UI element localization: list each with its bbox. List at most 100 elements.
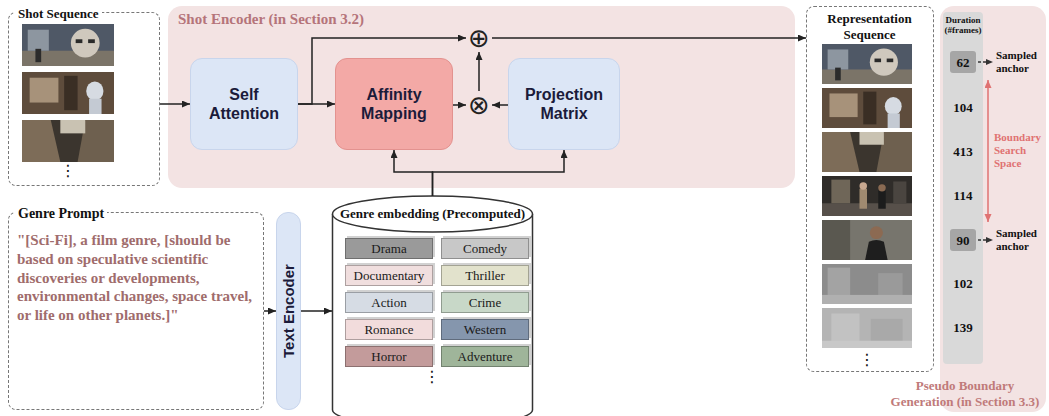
node-text: Romance xyxy=(364,323,413,336)
node-text: 62 xyxy=(957,56,970,69)
text-holder: 102 xyxy=(943,276,983,292)
node-text: Comedy xyxy=(463,242,507,255)
connector xyxy=(301,310,332,312)
node-text: Western xyxy=(464,323,506,336)
text-holder: 139 xyxy=(943,320,983,336)
operator-symbol: ⊕ xyxy=(466,24,492,52)
text-holder: Western xyxy=(442,320,528,339)
genre-slab: Romance xyxy=(345,319,433,340)
node-text: Projection Matrix xyxy=(515,85,613,123)
input-panel: Shot Sequence xyxy=(8,12,160,186)
text-holder: Representation Sequence xyxy=(807,11,932,42)
text-holder: Text Encoder xyxy=(277,213,300,409)
label-holder: ⋮ xyxy=(841,352,893,368)
genre-slab: Crime xyxy=(441,292,529,313)
text-holder: ⊗ xyxy=(466,91,492,119)
node-text: Thriller xyxy=(465,269,505,282)
duration-column: Duration (#frames) 104 413 114 102 139 62 90 xyxy=(943,12,983,364)
text-holder: Romance xyxy=(346,320,432,339)
node-text: Pseudo Boundary Generation (in Section 3… xyxy=(886,378,1044,409)
node-text: ⊕ xyxy=(468,25,490,51)
module-panel: Pseudo Boundary Generation (in Section 3… xyxy=(940,6,1046,412)
module-panel: Shot Encoder (in Section 3.2) Self Attent… xyxy=(168,6,795,188)
anchor-box: 62 xyxy=(950,51,976,73)
text-holder: 104 xyxy=(943,100,983,116)
output-panel: Representation Sequence xyxy=(806,6,934,372)
text-holder: Crime xyxy=(442,293,528,312)
node-text: Genre Prompt xyxy=(15,206,107,223)
node-text: ⊗ xyxy=(468,92,490,118)
genre-slab: Adventure xyxy=(441,346,529,367)
text-holder: 62 xyxy=(950,51,976,73)
node-text: Text Encoder xyxy=(280,264,298,358)
text-holder: Affinity Mapping xyxy=(336,59,452,149)
node-text: Shot Encoder (in Section 3.2) xyxy=(178,10,364,28)
text-holder: 90 xyxy=(950,229,976,251)
node-text: Adventure xyxy=(458,350,513,363)
text-holder: Action xyxy=(346,293,432,312)
genre-slab: Drama xyxy=(345,238,433,259)
annotation-label: Boundary Search Space xyxy=(994,131,1046,171)
genre-slab: Documentary xyxy=(345,265,433,286)
node-text: Crime xyxy=(469,296,502,309)
annotation-label: Sampled anchor xyxy=(996,49,1045,75)
annotation-label: ⋮ xyxy=(42,163,94,179)
text-holder: Documentary xyxy=(346,266,432,285)
text-holder: Horror xyxy=(346,347,432,366)
text-holder: Shot Sequence xyxy=(15,4,102,22)
cylinder-body xyxy=(333,214,533,416)
text-holder: Pseudo Boundary Generation (in Section 3… xyxy=(886,378,1044,409)
text-holder: Thriller xyxy=(442,266,528,285)
text-holder: Comedy xyxy=(442,239,528,258)
label-holder: ⋮ xyxy=(406,369,458,385)
node-body-text: 413 xyxy=(943,144,983,160)
annotation-label: Sampled anchor xyxy=(996,227,1045,253)
node-body-text: "[Sci-Fi], a film genre, [should be base… xyxy=(17,231,255,325)
genre-slab: Western xyxy=(441,319,529,340)
text-holder: Shot Encoder (in Section 3.2) xyxy=(178,10,364,28)
node-body-text: 102 xyxy=(943,276,983,292)
label-holder: ⋮ xyxy=(42,163,94,179)
node-text: Representation Sequence xyxy=(807,11,932,42)
shot-frames xyxy=(22,24,114,162)
node-body-text: 114 xyxy=(943,188,983,204)
node-text: Horror xyxy=(371,350,406,363)
text-holder: Genre Prompt xyxy=(15,204,107,223)
node-body-text: 139 xyxy=(943,320,983,336)
node-text: Shot Sequence xyxy=(15,6,102,22)
genre-slab: Action xyxy=(345,292,433,313)
node-body-text: 104 xyxy=(943,100,983,116)
representation-frames xyxy=(822,44,912,348)
node-text: Genre embedding (Precomputed) xyxy=(330,206,535,222)
text-holder: Duration (#frames) xyxy=(943,15,983,36)
node-text: 90 xyxy=(957,234,970,247)
text-holder: ⊕ xyxy=(466,24,492,52)
node-text: Drama xyxy=(371,242,406,255)
text-holder: Self Attention xyxy=(191,59,297,149)
node-text: Documentary xyxy=(354,269,425,282)
encoder-box: Text Encoder xyxy=(276,212,301,410)
genre-slab: Horror xyxy=(345,346,433,367)
text-holder: "[Sci-Fi], a film genre, [should be base… xyxy=(17,231,255,325)
node-text: Self Attention xyxy=(197,85,291,123)
text-holder: 413 xyxy=(943,144,983,160)
annotation-label: ⋮ xyxy=(406,369,458,385)
process-box: Self Attention xyxy=(190,58,298,150)
node-text: Duration (#frames) xyxy=(943,15,983,36)
genre-slab: Comedy xyxy=(441,238,529,259)
genre-slab: Thriller xyxy=(441,265,529,286)
connector xyxy=(264,310,276,312)
text-holder: 114 xyxy=(943,188,983,204)
label-holder: Boundary Search Space xyxy=(994,131,1046,171)
node-text: Action xyxy=(371,296,406,309)
text-holder: Drama xyxy=(346,239,432,258)
process-box: Affinity Mapping xyxy=(335,58,453,150)
label-holder: Sampled anchor xyxy=(996,49,1045,75)
anchor-box: 90 xyxy=(950,229,976,251)
text-holder: Adventure xyxy=(442,347,528,366)
node-text: Affinity Mapping xyxy=(342,85,446,123)
text-holder: Genre embedding (Precomputed) xyxy=(330,206,535,222)
text-holder: Projection Matrix xyxy=(509,59,619,149)
prompt-panel: Genre Prompt"[Sci-Fi], a film genre, [sh… xyxy=(8,212,264,410)
label-holder: Sampled anchor xyxy=(996,227,1045,253)
